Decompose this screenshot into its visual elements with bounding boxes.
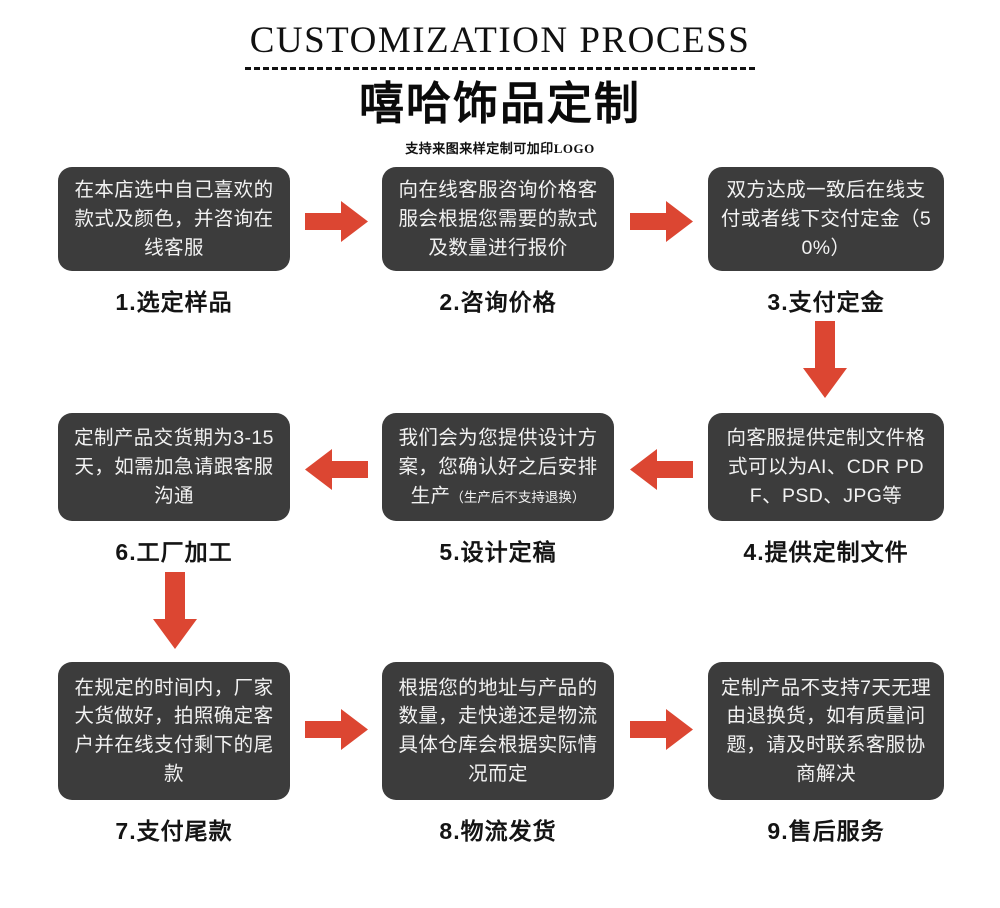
- step-caption-3: 3.支付定金: [767, 289, 885, 316]
- step-box-9: 定制产品不支持7天无理由退换货，如有质量问题，请及时联系客服协商解决: [708, 662, 944, 801]
- arrow-right-icon-step1-to-step2: [305, 199, 369, 244]
- step-body-6: 定制产品交货期为3-15天，如需加急请跟客服沟通: [74, 427, 274, 507]
- step-caption-9: 9.售后服务: [767, 818, 885, 845]
- title-dashed-divider: [245, 66, 755, 70]
- step-caption-6: 6.工厂加工: [115, 539, 233, 566]
- step-caption-5: 5.设计定稿: [439, 539, 557, 566]
- step-body-2: 向在线客服咨询价格客服会根据您需要的款式及数量进行报价: [398, 179, 598, 259]
- step-caption-4: 4.提供定制文件: [743, 539, 909, 566]
- step-box-4: 向客服提供定制文件格式可以为AI、CDR PDF、PSD、JPG等: [708, 413, 944, 522]
- page-header: CUSTOMIZATION PROCESS 嘻哈饰品定制 支持来图来样定制可加印…: [0, 0, 1000, 157]
- step-body-7: 在规定的时间内，厂家大货做好，拍照确定客户并在线支付剩下的尾款: [74, 676, 274, 786]
- step-body-5-main: 我们会为您提供设计方案，您确认好之后安排生产: [398, 427, 598, 507]
- arrow-right-icon-step7-to-step8: [305, 707, 369, 752]
- arrow-left-icon-step5-to-step6: [305, 447, 369, 492]
- step-card-3: 双方达成一致后在线支付或者线下交付定金（50%） 3.支付定金: [708, 167, 944, 317]
- step-caption-7: 7.支付尾款: [115, 818, 233, 845]
- process-flow-diagram: 在本店选中自己喜欢的款式及颜色，并咨询在线客服 1.选定样品 向在线客服咨询价格…: [0, 157, 1000, 877]
- arrow-right-icon-step8-to-step9: [630, 707, 694, 752]
- step-body-4: 向客服提供定制文件格式可以为AI、CDR PDF、PSD、JPG等: [726, 427, 926, 507]
- arrow-down-icon-step6-to-step7: [150, 572, 200, 650]
- page-subtitle: 支持来图来样定制可加印LOGO: [405, 141, 595, 157]
- page-title-chinese: 嘻哈饰品定制: [358, 77, 641, 129]
- step-card-4: 向客服提供定制文件格式可以为AI、CDR PDF、PSD、JPG等 4.提供定制…: [708, 413, 944, 567]
- step-card-5: 我们会为您提供设计方案，您确认好之后安排生产（生产后不支持退换） 5.设计定稿: [382, 413, 614, 567]
- step-card-9: 定制产品不支持7天无理由退换货，如有质量问题，请及时联系客服协商解决 9.售后服…: [708, 662, 944, 846]
- step-box-3: 双方达成一致后在线支付或者线下交付定金（50%）: [708, 167, 944, 272]
- step-body-1: 在本店选中自己喜欢的款式及颜色，并咨询在线客服: [74, 179, 274, 259]
- step-caption-1: 1.选定样品: [115, 289, 233, 316]
- step-caption-8: 8.物流发货: [439, 818, 557, 845]
- step-card-8: 根据您的地址与产品的数量，走快递还是物流具体仓库会根据实际情况而定 8.物流发货: [382, 662, 614, 846]
- step-card-7: 在规定的时间内，厂家大货做好，拍照确定客户并在线支付剩下的尾款 7.支付尾款: [58, 662, 290, 846]
- step-card-1: 在本店选中自己喜欢的款式及颜色，并咨询在线客服 1.选定样品: [58, 167, 290, 317]
- arrow-left-icon-step4-to-step5: [630, 447, 694, 492]
- step-box-1: 在本店选中自己喜欢的款式及颜色，并咨询在线客服: [58, 167, 290, 272]
- step-card-6: 定制产品交货期为3-15天，如需加急请跟客服沟通 6.工厂加工: [58, 413, 290, 567]
- step-box-2: 向在线客服咨询价格客服会根据您需要的款式及数量进行报价: [382, 167, 614, 272]
- step-box-7: 在规定的时间内，厂家大货做好，拍照确定客户并在线支付剩下的尾款: [58, 662, 290, 801]
- page-title-english: CUSTOMIZATION PROCESS: [249, 20, 751, 61]
- arrow-right-icon-step2-to-step3: [630, 199, 694, 244]
- step-body-8: 根据您的地址与产品的数量，走快递还是物流具体仓库会根据实际情况而定: [398, 676, 598, 786]
- step-caption-2: 2.咨询价格: [439, 289, 557, 316]
- step-box-8: 根据您的地址与产品的数量，走快递还是物流具体仓库会根据实际情况而定: [382, 662, 614, 801]
- step-body-3: 双方达成一致后在线支付或者线下交付定金（50%）: [720, 179, 932, 259]
- step-body-5: 我们会为您提供设计方案，您确认好之后安排生产（生产后不支持退换）: [392, 424, 604, 511]
- step-body-5-note: （生产后不支持退换）: [450, 489, 586, 505]
- step-body-9: 定制产品不支持7天无理由退换货，如有质量问题，请及时联系客服协商解决: [720, 676, 932, 786]
- step-card-2: 向在线客服咨询价格客服会根据您需要的款式及数量进行报价 2.咨询价格: [382, 167, 614, 317]
- arrow-down-icon-step3-to-step4: [800, 321, 850, 399]
- step-box-6: 定制产品交货期为3-15天，如需加急请跟客服沟通: [58, 413, 290, 522]
- step-box-5: 我们会为您提供设计方案，您确认好之后安排生产（生产后不支持退换）: [382, 413, 614, 522]
